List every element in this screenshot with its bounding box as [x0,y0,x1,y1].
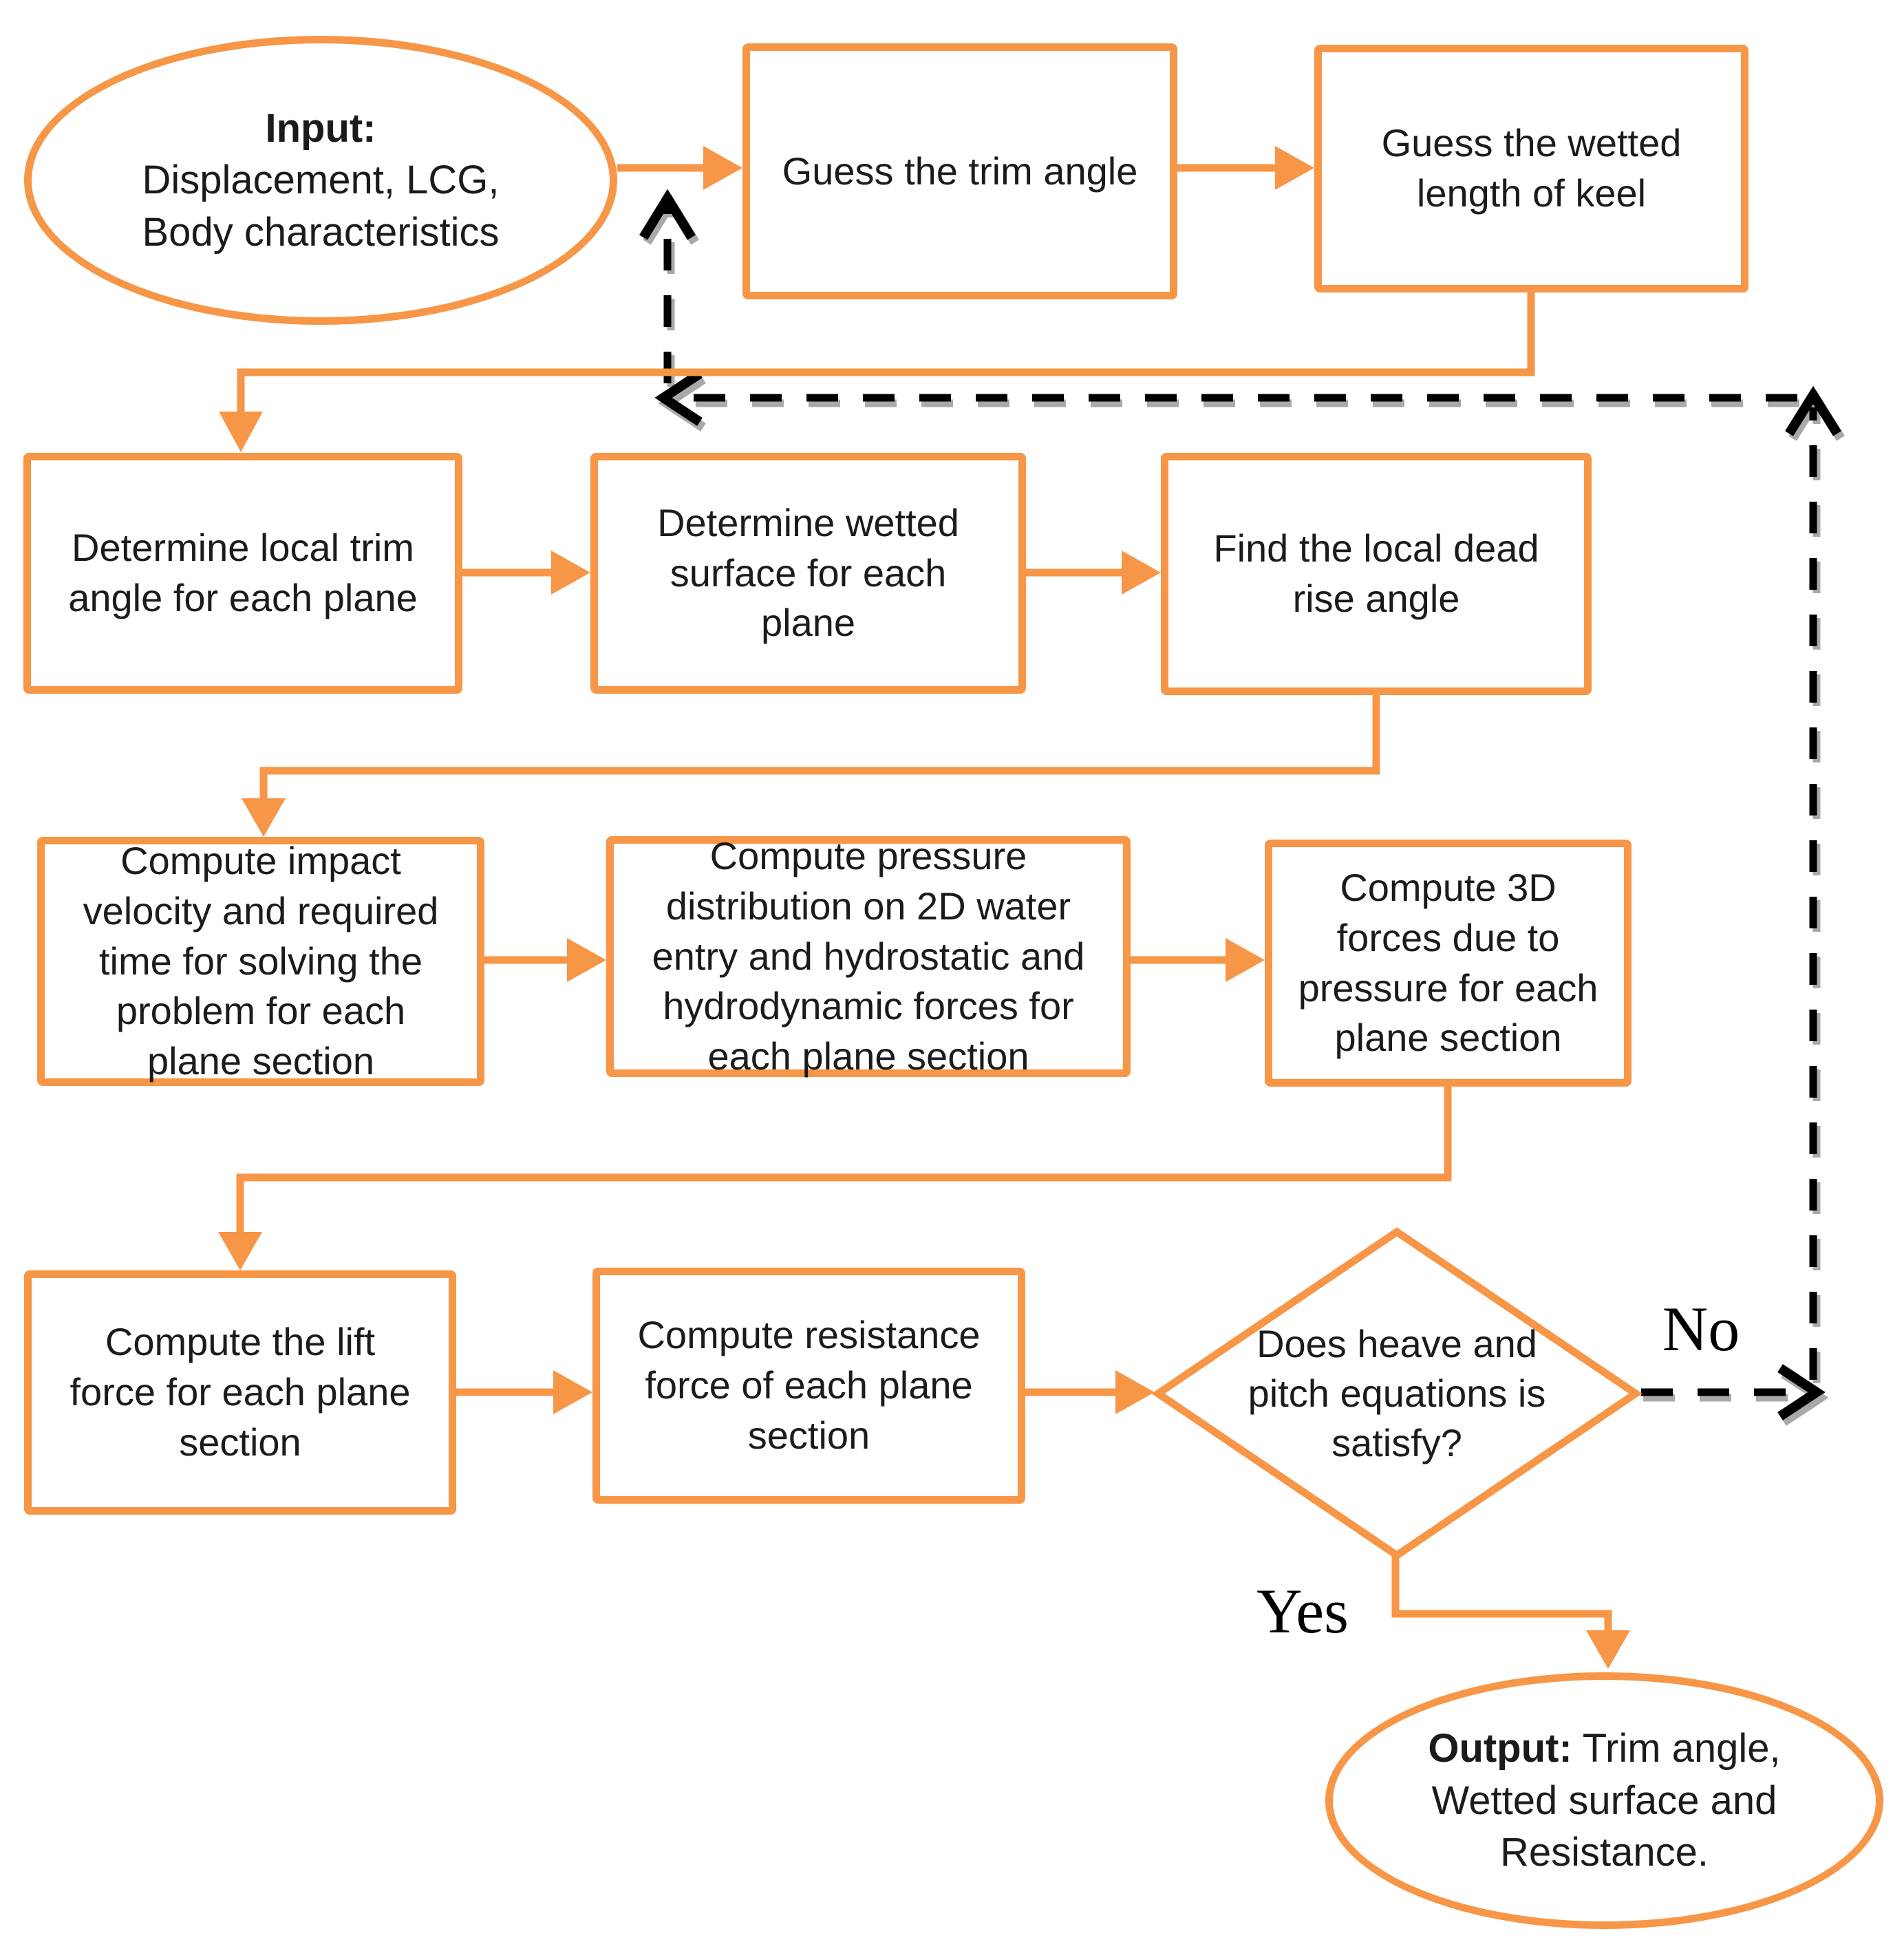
output-prefix: Output: [1428,1726,1572,1771]
step-compute-pressure-distribution: Compute pressure distribution on 2D wate… [606,834,1131,1078]
output-terminator: Output: Trim angle, Wetted surface and R… [1325,1672,1883,1929]
step-determine-local-trim-angle: Determine local trim angle for each plan… [23,453,462,694]
label-no: No [1632,1292,1770,1365]
feedback-right-arrowhead [1777,1364,1826,1420]
decision-heave-pitch: Does heave and pitch equations is satisf… [1225,1266,1569,1521]
step-guess-trim-angle-label: Guess the trim angle [782,149,1138,193]
step-compute-lift-force: Compute the lift force for each plane se… [24,1270,456,1515]
decision-diamond-shape [1151,1227,1643,1560]
step-compute-3d-forces: Compute 3D forces due to pressure for ea… [1265,840,1632,1087]
label-no-text: No [1662,1294,1740,1364]
arrow-3d-forces-to-lift [236,1087,1452,1233]
step-compute-resistance-force-label: Compute resistance force of each plane s… [637,1313,981,1457]
arrowhead-into-wetted-length [1275,146,1314,190]
step-find-dead-rise-angle: Find the local dead rise angle [1161,453,1592,695]
arrowhead-into-resistance [553,1370,592,1414]
arrowhead-into-dead-rise [1122,551,1161,595]
arrow-wetted-length-to-local-trim [237,292,1535,413]
arrowhead-into-guess-trim [703,146,742,190]
step-compute-impact-velocity-label: Compute impact velocity and required tim… [83,839,439,1083]
step-find-dead-rise-angle-label: Find the local dead rise angle [1213,526,1539,620]
dashed-arrow-shadows [643,193,1845,1426]
output-terminator-text: Output: Trim angle, Wetted surface and R… [1428,1723,1780,1878]
dashed-shadow [667,211,1821,1402]
decision-heave-pitch-label: Does heave and pitch equations is satisf… [1248,1322,1546,1464]
feedback-top-up-arrowhead [1785,385,1841,436]
input-terminator: Input: Displacement, LCG, Body character… [24,36,617,325]
step-compute-lift-force-label: Compute the lift force for each plane se… [69,1320,411,1464]
step-guess-wetted-keel-length: Guess the wetted length of keel [1314,45,1748,292]
input-lines: Displacement, LCG, Body characteristics [142,158,500,255]
step-compute-3d-forces-label: Compute 3D forces due to pressure for ea… [1298,865,1598,1060]
feedback-left-arrowhead [654,370,703,426]
arrowhead-into-local-trim [219,412,263,452]
arrowhead-into-lift [218,1232,262,1270]
arrowhead-into-decision [1115,1370,1155,1414]
step-determine-wetted-surface-label: Determine wetted surface for each plane [657,500,959,645]
arrowhead-into-wetted-surface [551,551,590,595]
label-yes: Yes [1230,1575,1375,1648]
arrow-dead-rise-to-impact-velocity [259,695,1380,800]
arrowhead-into-output [1586,1630,1630,1669]
arrow-decision-yes-to-output [1391,1555,1612,1632]
output-lines: Wetted surface and Resistance. [1431,1778,1777,1875]
output-rest: Trim angle, [1572,1726,1781,1771]
step-guess-wetted-keel-length-label: Guess the wetted length of keel [1381,121,1682,215]
step-compute-resistance-force: Compute resistance force of each plane s… [592,1268,1025,1504]
step-guess-trim-angle: Guess the trim angle [742,43,1177,299]
label-yes-text: Yes [1256,1576,1349,1646]
input-terminator-text: Input: Displacement, LCG, Body character… [142,103,500,258]
input-prefix: Input: [265,105,376,151]
arrowhead-into-3d-forces [1226,938,1265,982]
arrowhead-into-pressure [567,938,606,982]
step-compute-pressure-distribution-label: Compute pressure distribution on 2D wate… [652,834,1085,1078]
step-determine-local-trim-angle-label: Determine local trim angle for each plan… [68,526,418,619]
step-compute-impact-velocity: Compute impact velocity and required tim… [37,837,484,1086]
arrowhead-into-impact-velocity [242,798,286,837]
step-determine-wetted-surface: Determine wetted surface for each plane [590,453,1026,694]
feedback-up-arrowhead [639,189,696,240]
